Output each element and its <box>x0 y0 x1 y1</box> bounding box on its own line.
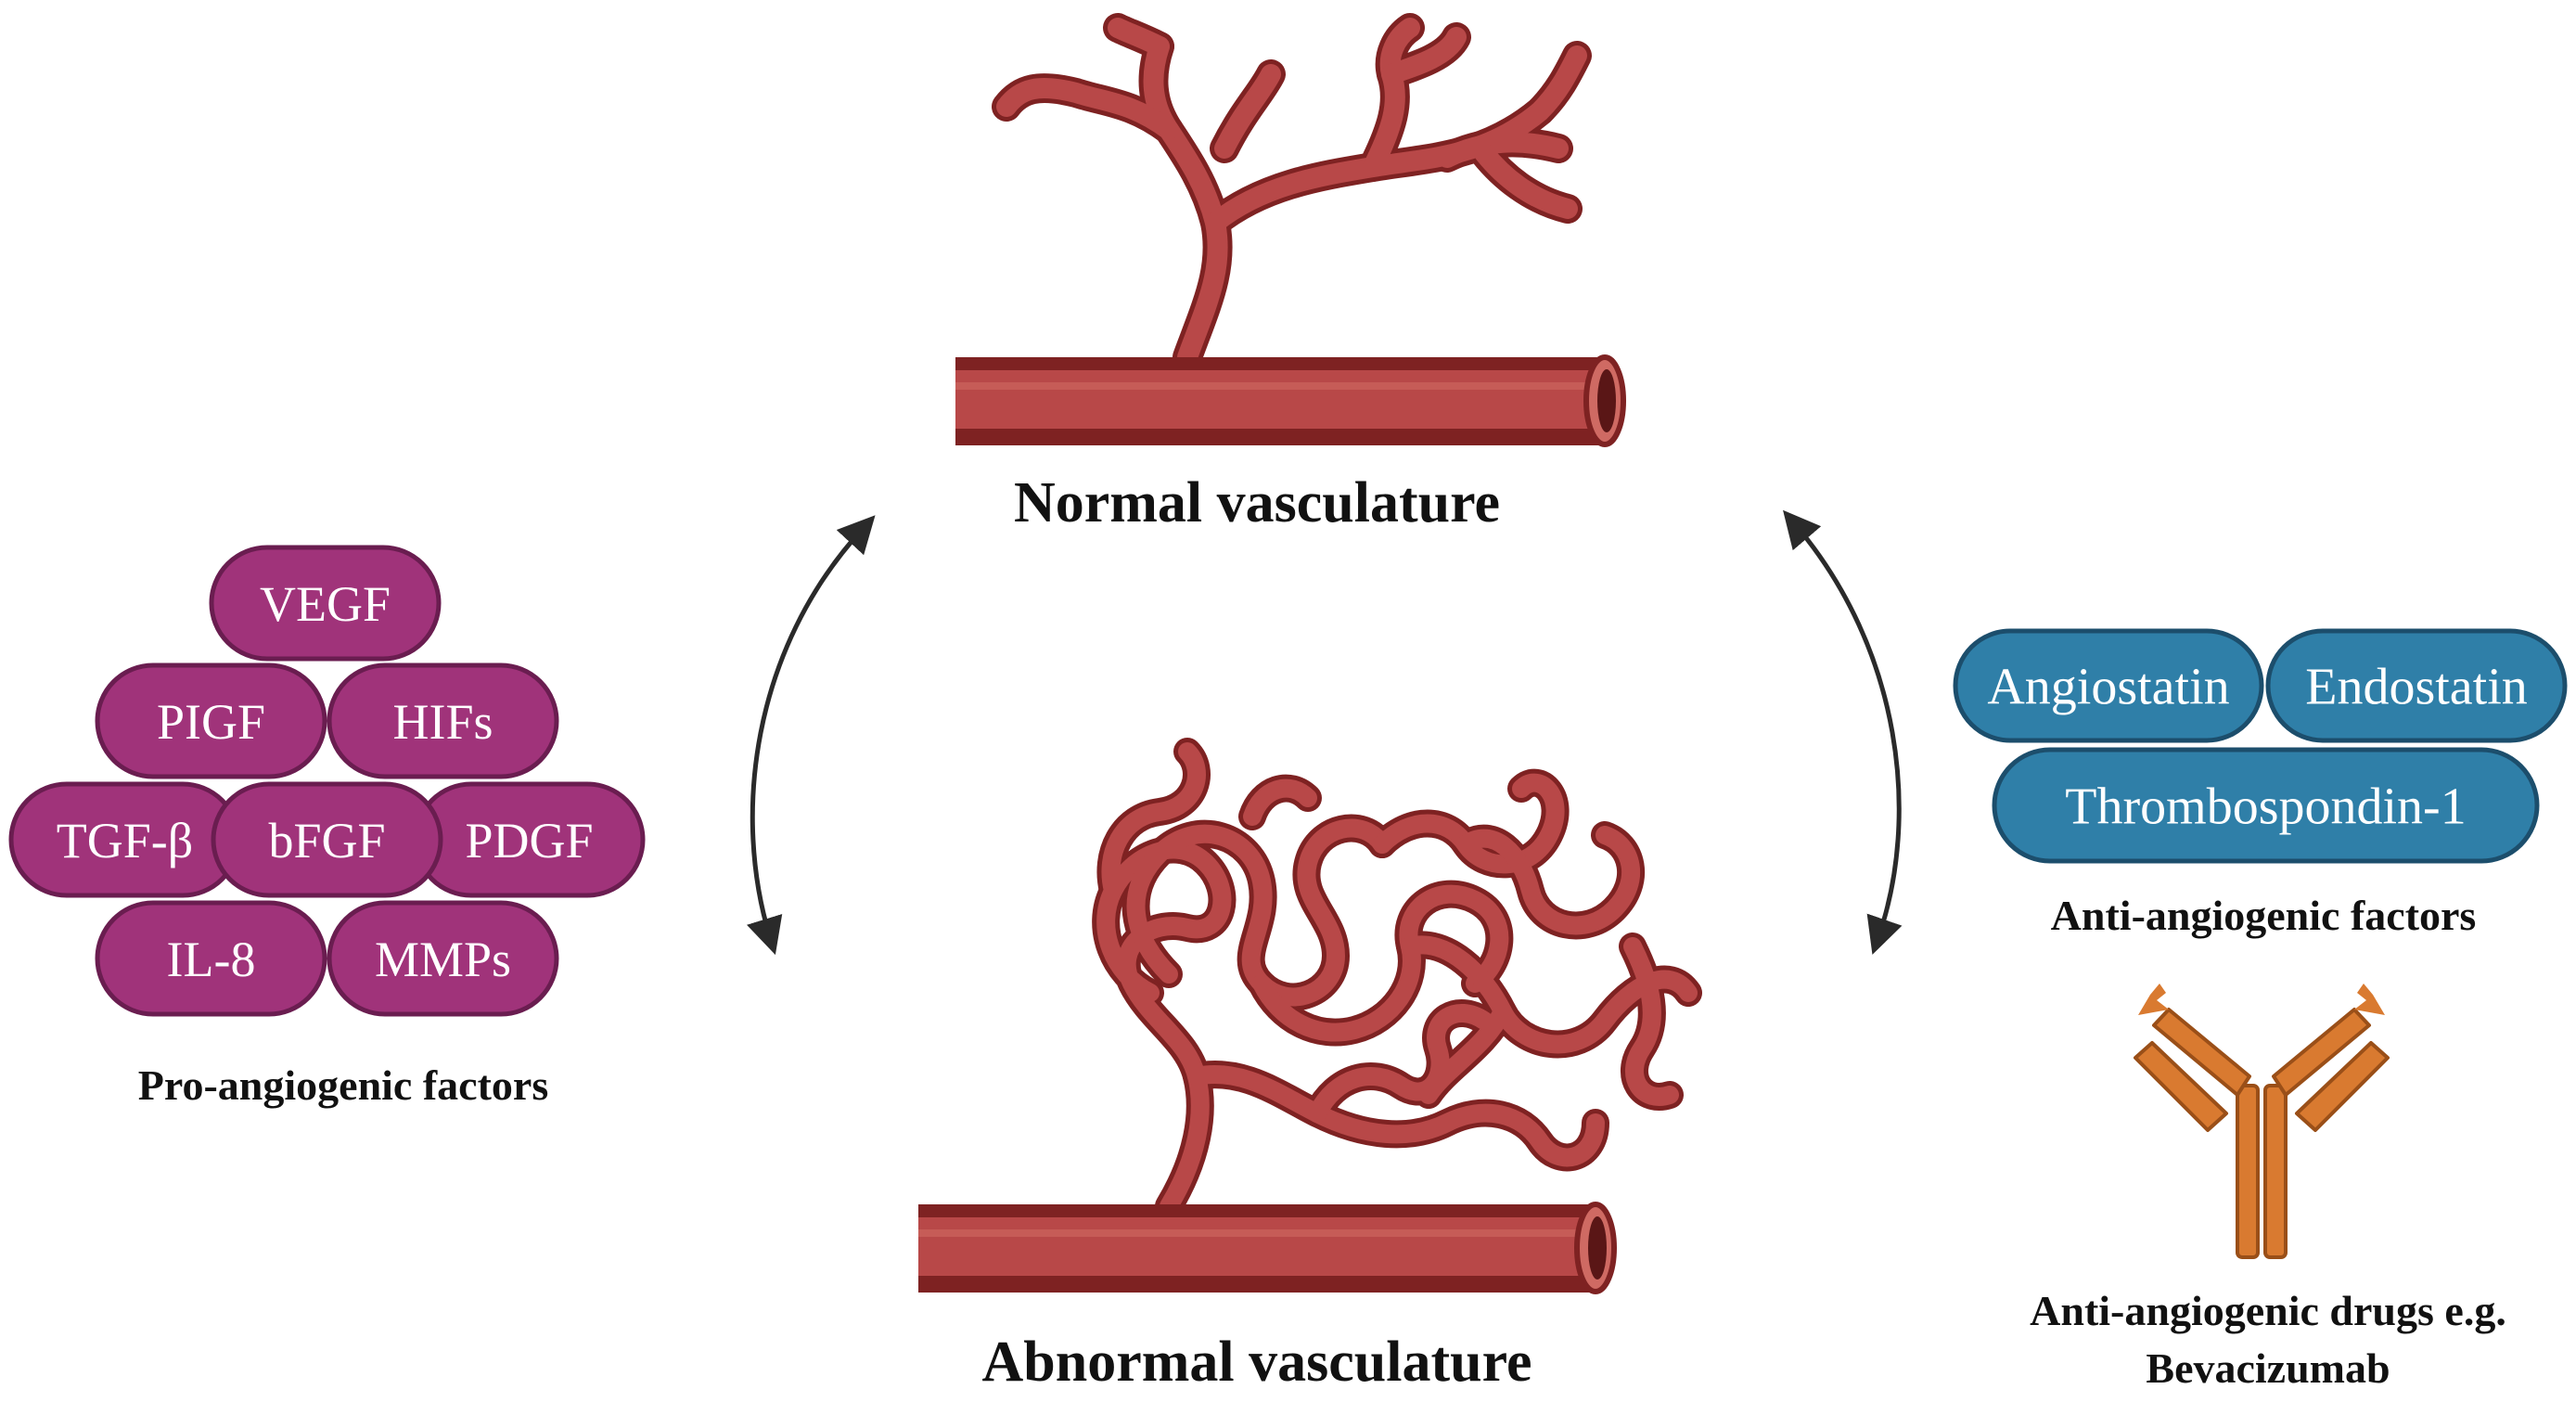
pro-factor-mmps-label: MMPs <box>375 932 511 987</box>
pro-factor-vegf-label: VEGF <box>260 576 391 632</box>
pro-factor-tgf--label: TGF-β <box>57 813 193 868</box>
abnormal-vasculature-illustration: Abnormal vasculature <box>918 738 1702 1394</box>
right-double-arrow <box>1783 509 1903 955</box>
anti-factor-endostatin-label: Endostatin <box>2305 659 2528 716</box>
pro-factor-bfgf-label: bFGF <box>268 813 385 868</box>
pro-factor-pigf-label: PIGF <box>157 694 265 750</box>
pro-factor-pdgf-label: PDGF <box>465 813 593 868</box>
anti-angiogenic-caption: Anti-angiogenic factors <box>2051 892 2477 939</box>
pro-factor-vegf: VEGF <box>209 545 442 662</box>
antibody-icon <box>2134 984 2390 1259</box>
pro-factor-bfgf: bFGF <box>211 781 443 898</box>
pro-angiogenic-caption: Pro-angiogenic factors <box>138 1061 548 1109</box>
normal-vasculature-label: Normal vasculature <box>1014 471 1500 534</box>
anti-factor-thrombospondin-1-label: Thrombospondin-1 <box>2065 778 2466 836</box>
abnormal-vasculature-label: Abnormal vasculature <box>981 1331 1532 1394</box>
pro-factor-il-8: IL-8 <box>95 900 327 1017</box>
anti-factor-endostatin: Endostatin <box>2265 628 2568 743</box>
anti-factor-thrombospondin-1: Thrombospondin-1 <box>1992 747 2540 864</box>
anti-factor-angiostatin: Angiostatin <box>1953 628 2264 743</box>
abnormal-main-vessel <box>918 1202 1617 1294</box>
normal-capillary-tree <box>992 13 1592 372</box>
normal-vasculature-illustration: Normal vasculature <box>955 13 1626 534</box>
pro-angiogenic-factor-cluster: TGF-β PDGF bFGF IL-8 MMPs PIGF HIFs VEGF <box>8 545 646 1017</box>
pro-factor-il-8-label: IL-8 <box>167 932 256 987</box>
pro-factor-hifs: HIFs <box>327 662 559 779</box>
anti-factor-angiostatin-label: Angiostatin <box>1987 659 2229 716</box>
pro-factor-mmps: MMPs <box>327 900 559 1017</box>
normal-main-vessel <box>955 354 1626 447</box>
pro-factor-tgf-: TGF-β <box>8 781 241 898</box>
pro-factor-hifs-label: HIFs <box>392 694 493 750</box>
left-double-arrow <box>747 515 876 956</box>
pro-factor-pdgf: PDGF <box>413 781 646 898</box>
pro-factor-pigf: PIGF <box>95 662 327 779</box>
abnormal-tortuous-capillaries <box>1092 738 1702 1220</box>
drugs-caption-line1: Anti-angiogenic drugs e.g. <box>2030 1287 2506 1334</box>
drugs-caption-line2: Bevacizumab <box>2146 1344 2390 1392</box>
